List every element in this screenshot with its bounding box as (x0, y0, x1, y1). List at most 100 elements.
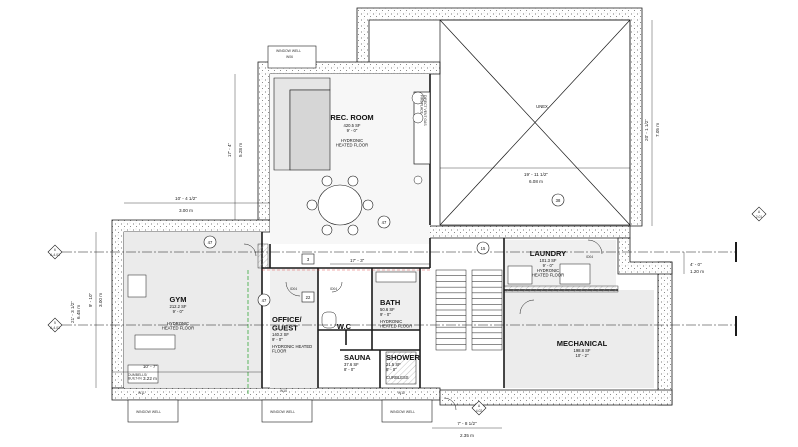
dim-left-mid-m: 3.00 m (98, 293, 103, 307)
bath-area: 50.6 SF (380, 307, 395, 312)
dim-left-total: 21' - 3 1/2" (70, 301, 75, 323)
laundry-area: 101.3 SF (540, 258, 557, 263)
dim-left-mid: 9' - 10" (88, 293, 93, 308)
office-height: 9' - 0" (272, 337, 283, 342)
note-id04-c: ID04 (586, 255, 593, 259)
gridlines (62, 242, 737, 336)
sauna-area: 37.6 SF (344, 362, 359, 367)
tag-15: 15 (481, 246, 486, 251)
fireplace-note: DIRECT VENT GASFIREPLACE (419, 95, 427, 126)
dimension-labels: 19' - 11 1/2" 6.08 m 10' - 4 1/2" 3.00 m… (70, 119, 704, 438)
shower-area: 21.5 SF (386, 362, 401, 367)
dim-rec-left: 10' - 4 1/2" (175, 196, 197, 201)
note-w06: W06 (286, 55, 293, 59)
section-a: A (758, 210, 761, 214)
section-a-sheet: 2.01 (756, 215, 763, 219)
dim-left-total-m: 6.48 m (76, 305, 81, 319)
office-area: 140.2 SF (272, 332, 289, 337)
section-b: A (478, 404, 481, 408)
bath-fixtures (321, 271, 417, 385)
gym-area: 212.2 SF (170, 304, 187, 309)
dim-right-step: 4' - 0" (690, 262, 702, 267)
office-name: OFFICE/GUEST (272, 315, 302, 332)
gym-name: GYM (169, 295, 186, 304)
tag-38: 38 (556, 198, 561, 203)
interior-wall-hatch (257, 243, 619, 293)
dim-stair-width-m: 2.35 m (460, 433, 474, 438)
grid-bubbles (47, 206, 767, 416)
laundry-height: 9' - 0" (543, 263, 554, 268)
dining-table (306, 175, 374, 236)
mechanical-name: MECHANICAL (557, 339, 608, 348)
dim-stair-width: 7' - 8 1/2" (457, 421, 477, 426)
sauna-height: 8' - 0" (344, 367, 355, 372)
wc-name: W.C (337, 322, 352, 331)
tag-47-rec: 47 (382, 220, 387, 225)
dim-unex-height-m: 7.05 m (655, 123, 660, 137)
bath-height: 9' - 0" (380, 312, 391, 317)
note-window-well-3: WINDOW WELL (390, 410, 415, 414)
dim-right-step-m: 1.20 m (690, 269, 704, 274)
rec-room-name: REC. ROOM (330, 113, 373, 122)
note-window-well-4: WINDOW WELL (276, 49, 301, 53)
window-wells (127, 45, 433, 423)
fireplace (413, 91, 431, 165)
sectional-sofa (273, 77, 331, 171)
sauna-name: SAUNA (344, 353, 371, 362)
doors (243, 239, 603, 411)
rec-room-height: 9' - 0" (347, 128, 358, 133)
dim-unex-height: 20' - 1 1/2" (644, 119, 649, 141)
dim-rec-height-m: 5.28 m (238, 143, 243, 157)
dim-gym-width-m: 3.22 m (143, 376, 157, 381)
note-w10: W10 (280, 389, 287, 393)
dim-center: 17' - 3" (350, 258, 365, 263)
gym-equipment (127, 274, 176, 384)
bath-name: BATH (380, 298, 400, 307)
dimension-lines (95, 20, 685, 429)
mechanical-height: 10' - 2" (576, 353, 590, 358)
rec-room-area: 420.5 SF (344, 123, 361, 128)
laundry-appliances (507, 263, 591, 285)
grid-6: 6 (54, 248, 56, 252)
note-w12: W12 (398, 391, 405, 395)
dim-rec-height: 17' - 4" (227, 143, 232, 158)
unex-area (439, 19, 631, 226)
callout-tags (203, 193, 565, 307)
tag-47-office: 47 (262, 298, 267, 303)
misc-notes: DUMBELLS/BUILT-IN W11 W12 W06 W10 ID04 I… (128, 49, 593, 414)
dim-unex-width: 19' - 11 1/2" (524, 172, 548, 177)
note-w11: W11 (138, 391, 145, 395)
shower-note: CURBLESS (386, 375, 409, 380)
dim-rec-left-m: 3.00 m (179, 208, 193, 213)
dim-unex-width-m: 6.08 m (529, 179, 543, 184)
mechanical-area: 198.8 SF (574, 348, 591, 353)
note-id04-b: ID04 (330, 287, 337, 291)
plants (411, 91, 425, 185)
grid-5: 5 (54, 321, 56, 325)
note-dumbbells: DUMBELLS/BUILT-IN (128, 373, 147, 381)
dim-gym-width: 10' - 7" (143, 364, 158, 369)
shower-name: SHOWER (386, 353, 420, 362)
callout-tag-text: 47 47 47 38 15 3 22 (208, 198, 561, 303)
note-window-well-1: WINDOW WELL (136, 410, 161, 414)
unex-name: UNEX (536, 104, 548, 109)
stairs (435, 269, 503, 351)
grid-6-sheet: A-4.01 (50, 253, 60, 257)
tag-3: 3 (307, 257, 310, 262)
grid-bubble-text: 6 A-4.01 5 A-4.01 A 2.01 A 4.02 (50, 210, 762, 413)
tag-47-gym: 47 (208, 240, 213, 245)
grid-5-sheet: A-4.01 (50, 326, 60, 330)
note-id04-a: ID04 (290, 287, 297, 291)
shower-height: 8' - 0" (386, 367, 397, 372)
section-b-sheet: 4.02 (476, 409, 483, 413)
note-window-well-2: WINDOW WELL (270, 410, 295, 414)
foundation-walls (111, 7, 673, 406)
gym-height: 9' - 0" (173, 309, 184, 314)
